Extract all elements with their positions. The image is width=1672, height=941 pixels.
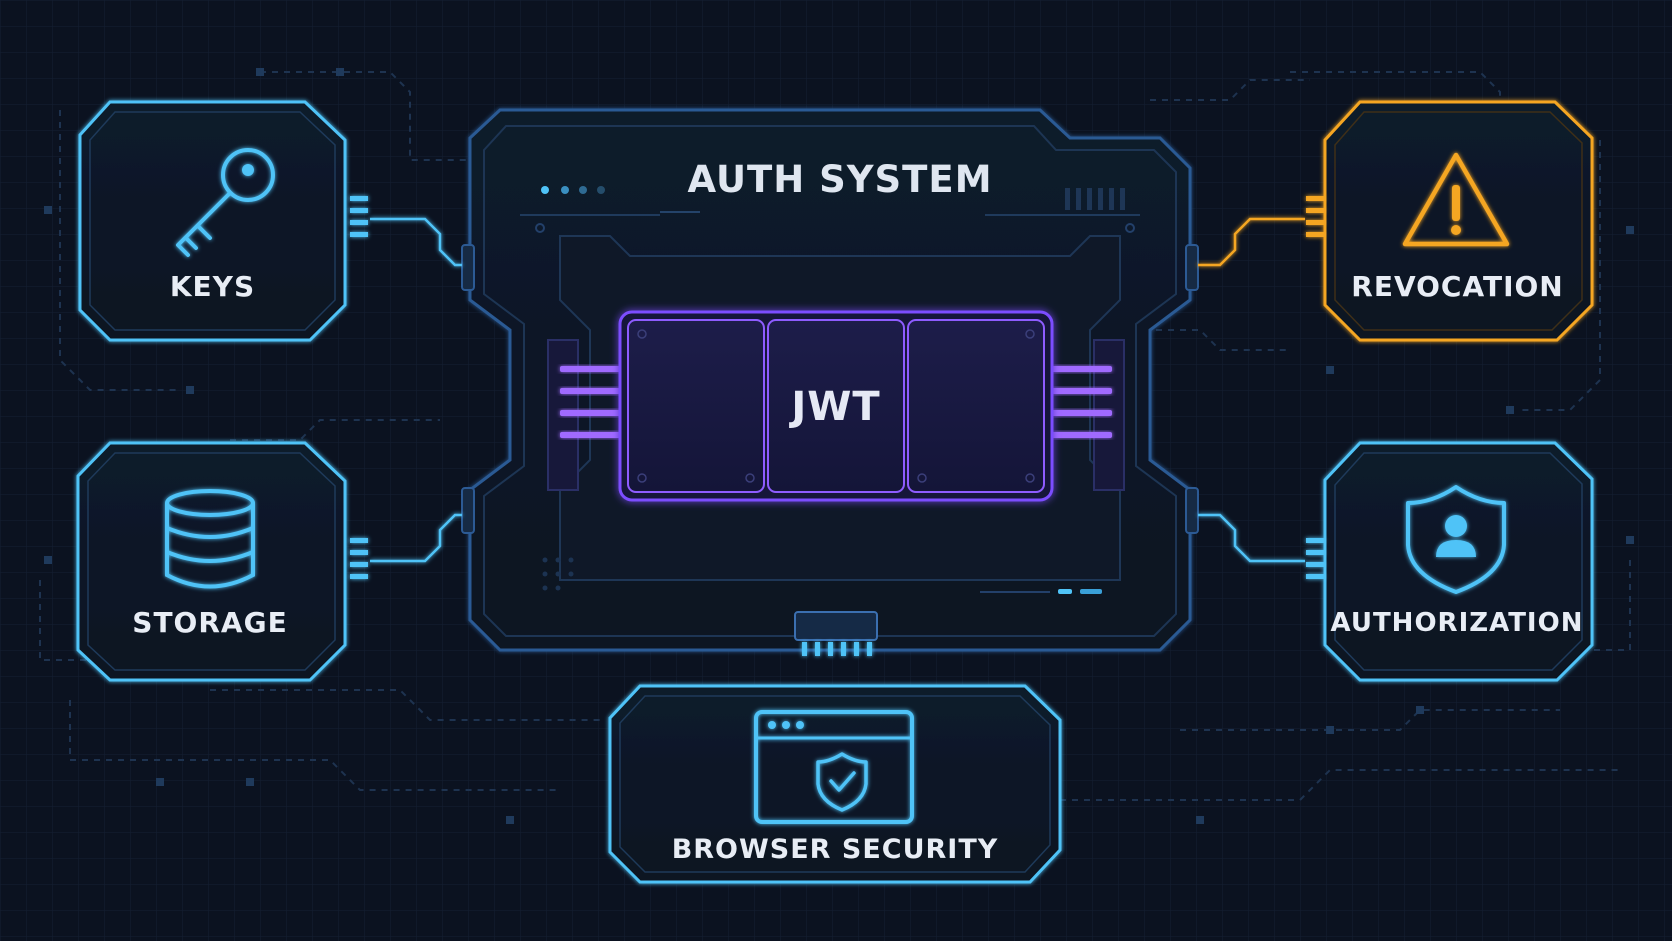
authorization-connector-pins	[1306, 538, 1324, 579]
browser-shield-icon	[754, 710, 914, 824]
connector-traces	[370, 217, 1305, 563]
revocation-connector-pins	[1306, 196, 1324, 237]
auth-system-title: AUTH SYSTEM	[687, 158, 993, 201]
circuit-traces	[39, 71, 1631, 801]
jwt-segment-signature	[907, 319, 1045, 493]
bottom-connector-pins	[802, 642, 872, 656]
chip-screws	[637, 329, 1035, 483]
authorization-label: AUTHORIZATION	[1330, 608, 1584, 638]
dot-matrix	[542, 557, 574, 591]
jwt-segment-payload	[767, 319, 905, 493]
jwt-left-pins	[547, 339, 620, 491]
revocation-module	[1306, 100, 1594, 342]
key-icon	[176, 148, 275, 257]
storage-module	[76, 441, 368, 682]
keys-label: KEYS	[169, 270, 256, 303]
revocation-label: REVOCATION	[1351, 270, 1564, 303]
authorization-module	[1306, 441, 1594, 682]
keys-connector-pins	[350, 196, 368, 237]
storage-label: STORAGE	[132, 606, 288, 639]
warning-icon	[1402, 152, 1510, 247]
browser-security-module	[608, 684, 1062, 884]
status-dots	[541, 186, 605, 194]
jwt-right-pins	[1052, 339, 1125, 491]
jwt-label: JWT	[791, 384, 881, 430]
jwt-chip	[547, 310, 1125, 502]
storage-connector-pins	[350, 538, 368, 579]
shield-user-icon	[1406, 485, 1506, 594]
database-icon	[165, 489, 255, 589]
browser-security-label: BROWSER SECURITY	[671, 834, 999, 865]
jwt-segment-header	[627, 319, 765, 493]
keys-module	[78, 100, 368, 342]
vent-slots	[1065, 188, 1125, 210]
